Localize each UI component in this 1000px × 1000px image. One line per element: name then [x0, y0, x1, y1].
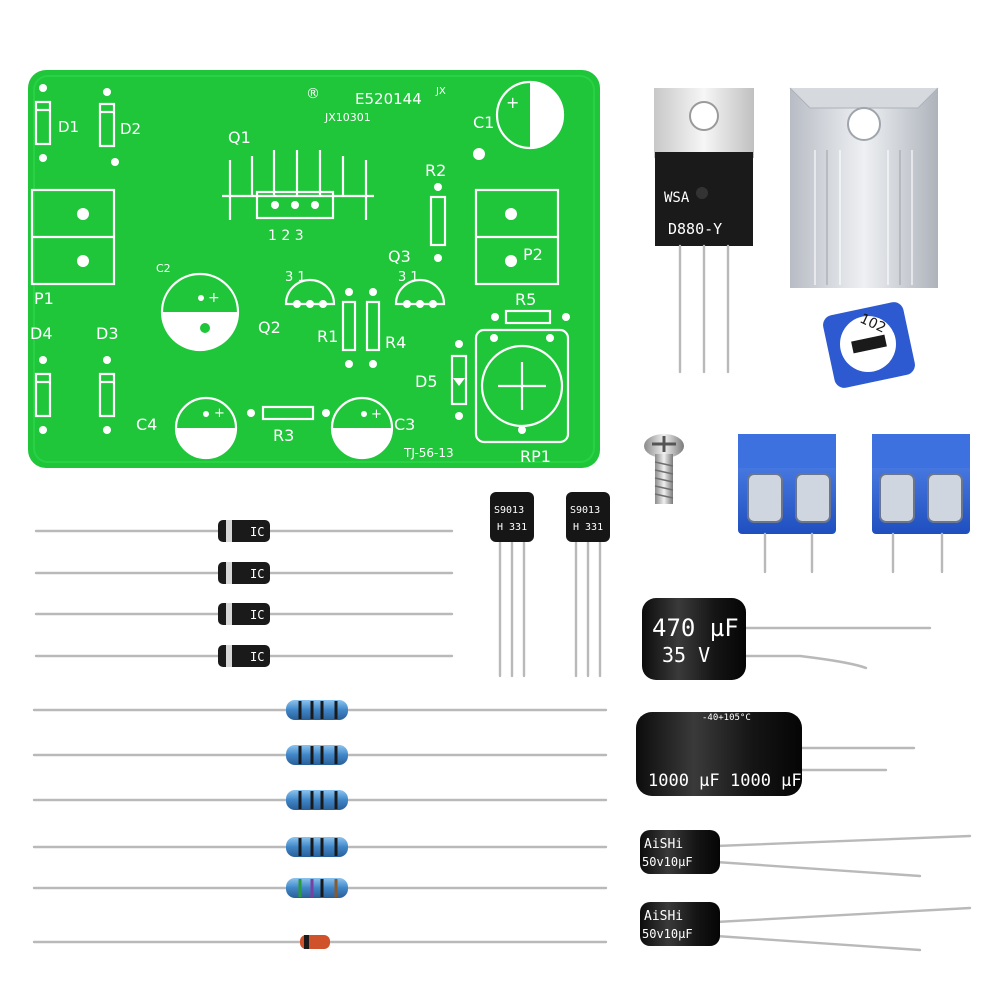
board-code: JX10301: [324, 111, 371, 124]
label-q3: Q3: [388, 247, 411, 266]
resistor-2: [32, 745, 608, 765]
small-transistor-2-part: S9013: [570, 505, 600, 516]
label-rp1: RP1: [520, 447, 551, 466]
screw: [644, 434, 684, 504]
ul-mark: ®: [306, 86, 320, 102]
diode-4: IC: [34, 645, 454, 667]
diode-1: IC: [34, 520, 454, 542]
label-q2: Q2: [258, 318, 281, 337]
transistor-part: D880-Y: [668, 220, 722, 238]
diode-3: IC: [34, 603, 454, 625]
ul-number: E520144: [355, 90, 422, 108]
label-c3: C3: [394, 415, 415, 434]
label-q1-pins: 1 2 3: [268, 228, 304, 244]
label-p2: P2: [523, 245, 543, 264]
diode-2: IC: [34, 562, 454, 584]
label-d5: D5: [415, 372, 438, 391]
label-c3-plus: +: [371, 407, 382, 422]
label-c2-plus: +: [208, 290, 220, 306]
label-r1: R1: [317, 327, 338, 346]
diode-2-mark: IC: [250, 567, 264, 581]
label-d3: D3: [96, 324, 119, 343]
resistor-4: [32, 837, 608, 857]
trim-potentiometer: 102: [823, 302, 915, 388]
capacitor-1000-value-a: 1000 µF: [648, 771, 720, 791]
label-d4: D4: [30, 324, 53, 343]
diode-4-mark: IC: [250, 650, 264, 664]
capacitor-10-2-value: 50v10µF: [642, 927, 693, 941]
resistor-1: [32, 700, 608, 720]
small-transistor-1: S9013 H 331: [490, 492, 534, 678]
transistor-brand: WSA: [664, 190, 690, 206]
label-c1: C1: [473, 113, 494, 132]
label-r4: R4: [385, 333, 406, 352]
label-c1-plus: +: [506, 93, 519, 112]
screw-terminal-left: [738, 434, 836, 574]
capacitor-10-1-brand: AiSHi: [644, 837, 683, 852]
label-c4: C4: [136, 415, 157, 434]
power-transistor: WSA D880-Y: [654, 88, 754, 374]
zener-diode: [32, 935, 608, 949]
capacitor-470-value: 470 µF: [652, 614, 739, 642]
screw-terminal-right: [872, 434, 970, 574]
label-c2: C2: [156, 262, 171, 275]
label-d1: D1: [58, 118, 79, 136]
capacitor-10-1-value: 50v10µF: [642, 855, 693, 869]
label-r3: R3: [273, 426, 294, 445]
small-transistor-2-code: H 331: [573, 522, 603, 533]
capacitor-470-voltage: 35 V: [662, 643, 710, 667]
capacitor-1000uf: -40+105°C 1000 µF 1000 µF: [636, 712, 916, 796]
heat-sink: [789, 87, 939, 288]
label-r5: R5: [515, 290, 536, 309]
label-d2: D2: [120, 120, 141, 138]
capacitor-470uf: 470 µF 35 V: [642, 598, 932, 680]
resistor-3: [32, 790, 608, 810]
diode-3-mark: IC: [250, 608, 264, 622]
label-q1: Q1: [228, 128, 251, 147]
label-p1: P1: [34, 289, 54, 308]
ul-suffix: JX: [435, 86, 446, 97]
resistor-5: [32, 878, 608, 898]
diode-1-mark: IC: [250, 525, 264, 539]
pcb-board: ® E520144 JX JX10301 D1 D2 P1 Q1 1 2 3 +…: [28, 70, 600, 468]
capacitor-10uf-2: AiSHi 50v10µF: [640, 902, 972, 952]
board-model: TJ-56-13: [403, 446, 454, 460]
small-transistor-1-code: H 331: [497, 522, 527, 533]
label-c4-plus: +: [214, 406, 225, 421]
label-q2-pins: 3 1: [285, 270, 306, 285]
capacitor-1000-temp: -40+105°C: [702, 713, 751, 723]
small-transistor-2: S9013 H 331: [566, 492, 610, 678]
capacitor-1000-value-b: 1000 µF: [730, 771, 802, 791]
small-transistor-1-part: S9013: [494, 505, 524, 516]
capacitor-10-2-brand: AiSHi: [644, 909, 683, 924]
capacitor-10uf-1: AiSHi 50v10µF: [640, 830, 972, 878]
label-r2: R2: [425, 161, 446, 180]
